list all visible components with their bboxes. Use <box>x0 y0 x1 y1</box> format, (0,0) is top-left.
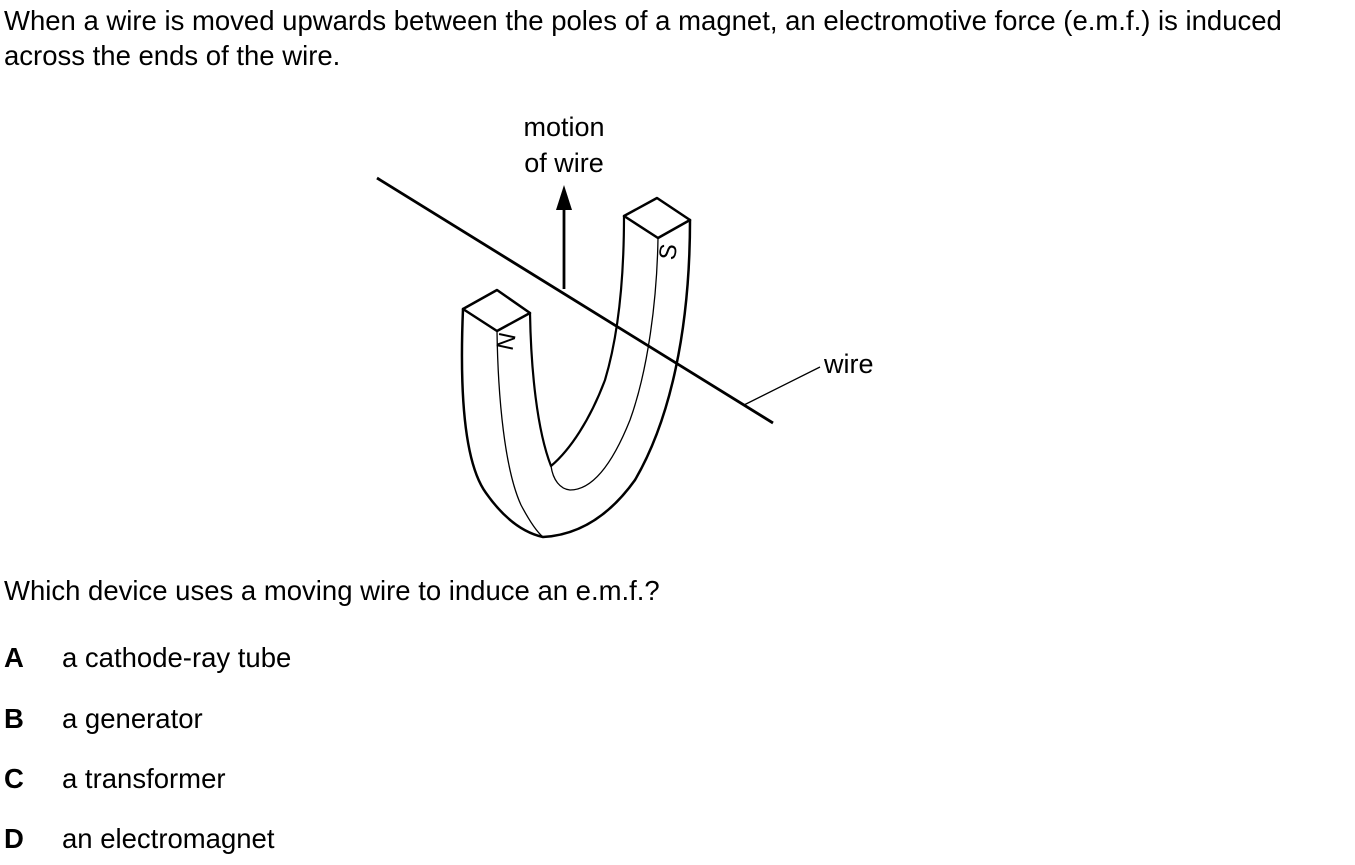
south-pole-top <box>622 196 692 240</box>
option-text: a cathode-ray tube <box>62 642 292 673</box>
option-c[interactable]: C a transformer <box>4 761 704 797</box>
north-pole-label: N <box>492 330 522 353</box>
motion-label-line2: of wire <box>524 148 604 178</box>
wire-leader-line <box>743 366 821 406</box>
option-a[interactable]: A a cathode-ray tube <box>4 640 704 676</box>
question-text: Which device uses a moving wire to induc… <box>4 575 660 606</box>
wire-label: wire <box>823 349 874 379</box>
option-letter: C <box>4 763 24 794</box>
option-d[interactable]: D an electromagnet <box>4 821 704 857</box>
option-letter: A <box>4 642 24 673</box>
horseshoe-magnet <box>460 196 692 539</box>
north-pole-top <box>461 288 532 333</box>
option-letter: B <box>4 703 24 734</box>
wire <box>376 176 774 425</box>
motion-arrow-head <box>556 185 572 210</box>
option-text: an electromagnet <box>62 823 275 854</box>
question-intro: When a wire is moved upwards between the… <box>4 5 1282 71</box>
south-pole-label: S <box>654 242 683 262</box>
option-text: a transformer <box>62 763 226 794</box>
motion-label-line1: motion <box>523 112 604 142</box>
option-b[interactable]: B a generator <box>4 701 704 737</box>
option-text: a generator <box>62 703 203 734</box>
option-letter: D <box>4 823 24 854</box>
